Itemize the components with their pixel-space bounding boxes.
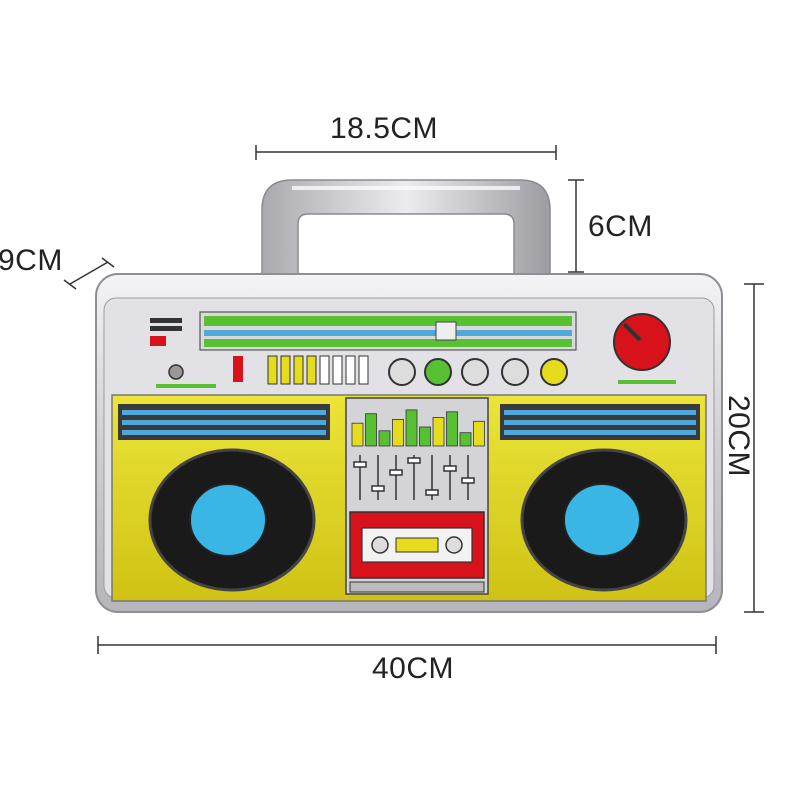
eq-bar xyxy=(405,409,418,447)
carry-handle xyxy=(261,179,551,283)
equalizer-bars xyxy=(351,409,485,447)
handle-height-label: 6CM xyxy=(588,210,653,243)
dimension-lines xyxy=(63,145,764,654)
top-left-buttons xyxy=(150,318,243,388)
eq-bar xyxy=(459,432,472,447)
eq-bar xyxy=(432,417,445,447)
eq-bar xyxy=(392,418,404,447)
eq-bar xyxy=(419,426,431,447)
left-speaker xyxy=(148,448,316,592)
width-label: 40CM xyxy=(372,652,455,685)
eq-bar xyxy=(351,422,364,447)
eq-bar xyxy=(378,430,391,447)
tuner-display xyxy=(199,311,577,351)
faders xyxy=(353,455,475,500)
round-buttons xyxy=(388,358,568,386)
height-label: 20CM xyxy=(722,395,755,478)
right-grille xyxy=(500,404,700,440)
handle-width-label: 18.5CM xyxy=(330,112,439,145)
right-speaker xyxy=(520,448,688,592)
cassette-deck xyxy=(349,511,485,593)
eq-bar xyxy=(473,420,485,447)
eq-bar xyxy=(365,413,377,447)
slider-keys xyxy=(267,355,369,385)
eq-bar xyxy=(446,411,458,447)
depth-label: 9CM xyxy=(0,244,63,277)
left-grille xyxy=(118,404,330,440)
volume-knob xyxy=(613,313,676,384)
